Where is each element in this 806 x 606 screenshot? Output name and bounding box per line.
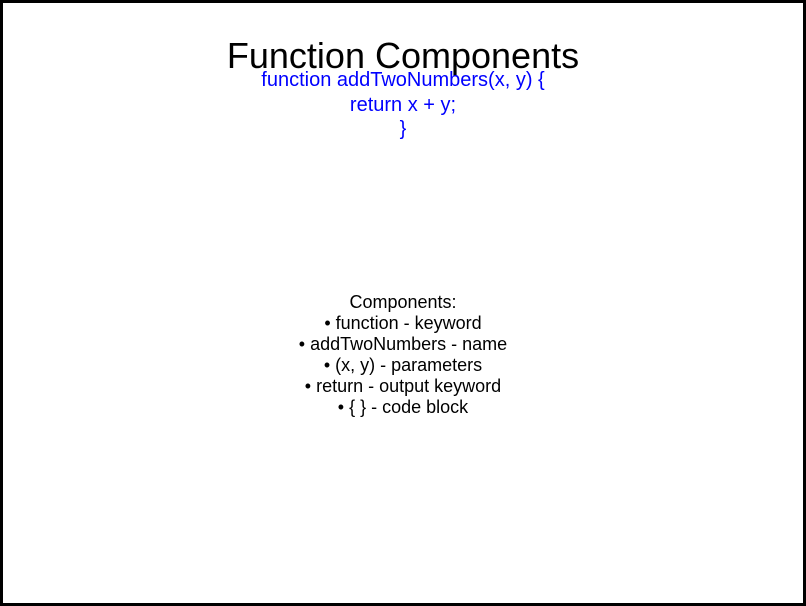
component-item: • function - keyword: [324, 313, 482, 333]
components-list: Components: • function - keyword • addTw…: [3, 292, 803, 418]
components-heading: Components:: [349, 292, 457, 312]
code-line: function addTwoNumbers(x, y) {: [261, 69, 545, 91]
component-item: • addTwoNumbers - name: [298, 334, 508, 354]
component-item: • { } - code block: [337, 397, 469, 417]
code-line: }: [399, 118, 407, 140]
diagram-title: Function Components: [226, 35, 580, 76]
code-example: function addTwoNumbers(x, y) { return x …: [3, 68, 803, 142]
code-line: return x + y;: [349, 93, 457, 116]
component-item: • return - output keyword: [304, 376, 502, 396]
component-item: • (x, y) - parameters: [323, 355, 483, 375]
